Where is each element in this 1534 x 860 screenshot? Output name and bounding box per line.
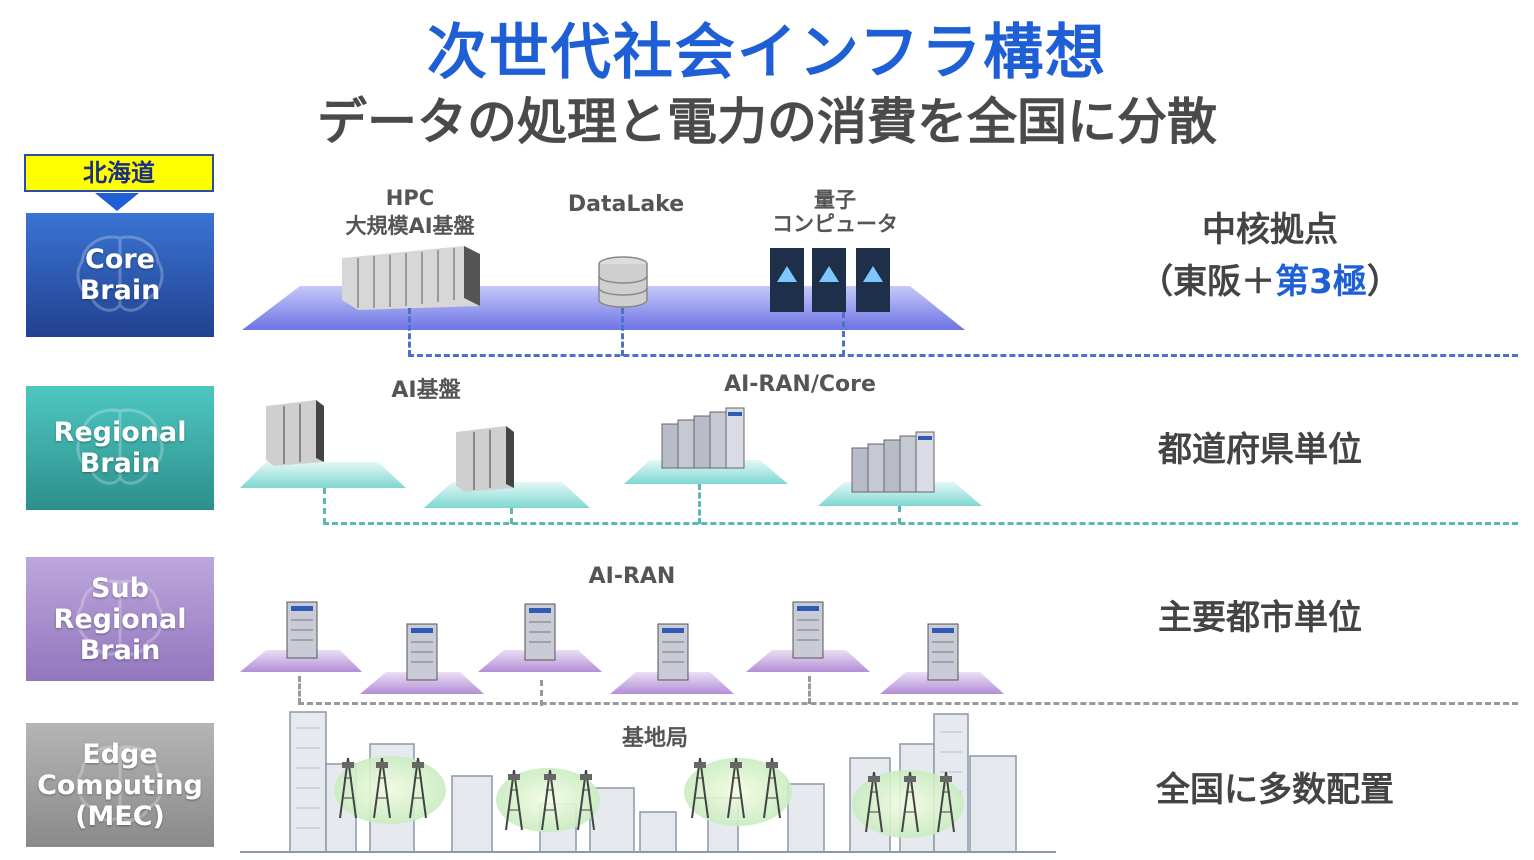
server-unit-icon [927,623,959,681]
regional-description: 都道府県単位 [1158,430,1362,470]
page-title: 次世代社会インフラ構想 [426,18,1108,88]
label-hpc: HPC [385,186,435,210]
brain-icon [76,408,164,485]
server-unit-icon [657,623,689,681]
subregional-platforms [240,601,1004,694]
core-note-suffix: ） [1366,262,1401,302]
label-ai-platform: 大規模AI基盤 [345,214,475,238]
server-rack-icon [456,426,514,492]
server-unit-icon [406,623,438,681]
regional-connector [510,508,513,524]
regional-connector [323,488,326,524]
server-cluster-icon [661,407,745,469]
server-unit-icon [792,601,824,659]
core-connector [408,308,411,356]
subregional-description: 主要都市単位 [1158,598,1362,638]
brain-icon [76,745,164,822]
label-base-station: 基地局 [621,726,688,751]
core-network-line [408,354,1518,357]
core-note-highlight: 第3極 [1275,262,1367,302]
label-quantum: 量子 [814,188,856,212]
database-icon [598,256,648,308]
sub-connector [298,676,301,704]
label-ai-ran: AI-RAN [588,564,676,589]
core-description-note: （東阪＋第3極） [1100,254,1440,303]
label-datalake: DataLake [567,192,685,217]
down-arrow-icon [95,193,139,211]
tier-core-name: Core Brain [79,244,161,306]
server-rack-icon [266,400,324,466]
core-note-prefix: （東阪＋ [1139,262,1276,302]
core-description: 中核拠点 [1202,210,1338,250]
brain-icon [76,579,164,656]
brain-icon [76,235,164,312]
page-subtitle: データの処理と電力の消費を全国に分散 [317,93,1217,151]
tier-edge-computing: Edge Computing (MEC) [26,723,214,847]
core-connector [621,308,624,356]
sub-network-line [298,702,1518,705]
regional-connector [698,484,701,524]
tier-sub-name: Sub Regional Brain [53,572,187,666]
core-connector [842,312,845,356]
regional-connector [898,506,901,524]
server-unit-icon [524,603,556,661]
sub-connector [808,676,811,704]
tier-regional-name: Regional Brain [53,417,187,479]
label-ai-ran-core: AI-RAN/Core [724,372,876,397]
label-regional-ai: AI基盤 [391,378,461,403]
sub-connector [540,680,543,706]
edge-description: 全国に多数配置 [1156,770,1394,810]
tier-regional-brain: Regional Brain [26,386,214,510]
city-building-icon [240,711,1056,853]
hokkaido-tag: 北海道 [24,154,214,192]
tier-edge-name: Edge Computing (MEC) [37,738,203,832]
tier-core-brain: Core Brain [26,213,214,337]
quantum-computer-icon [770,248,890,312]
regional-platforms [240,400,982,508]
server-cluster-icon [851,431,935,493]
regional-network-line [323,522,1518,525]
label-computer: コンピュータ [772,212,898,236]
tier-sub-regional-brain: Sub Regional Brain [26,557,214,681]
server-rack-icon [342,246,480,310]
server-unit-icon [286,601,318,659]
